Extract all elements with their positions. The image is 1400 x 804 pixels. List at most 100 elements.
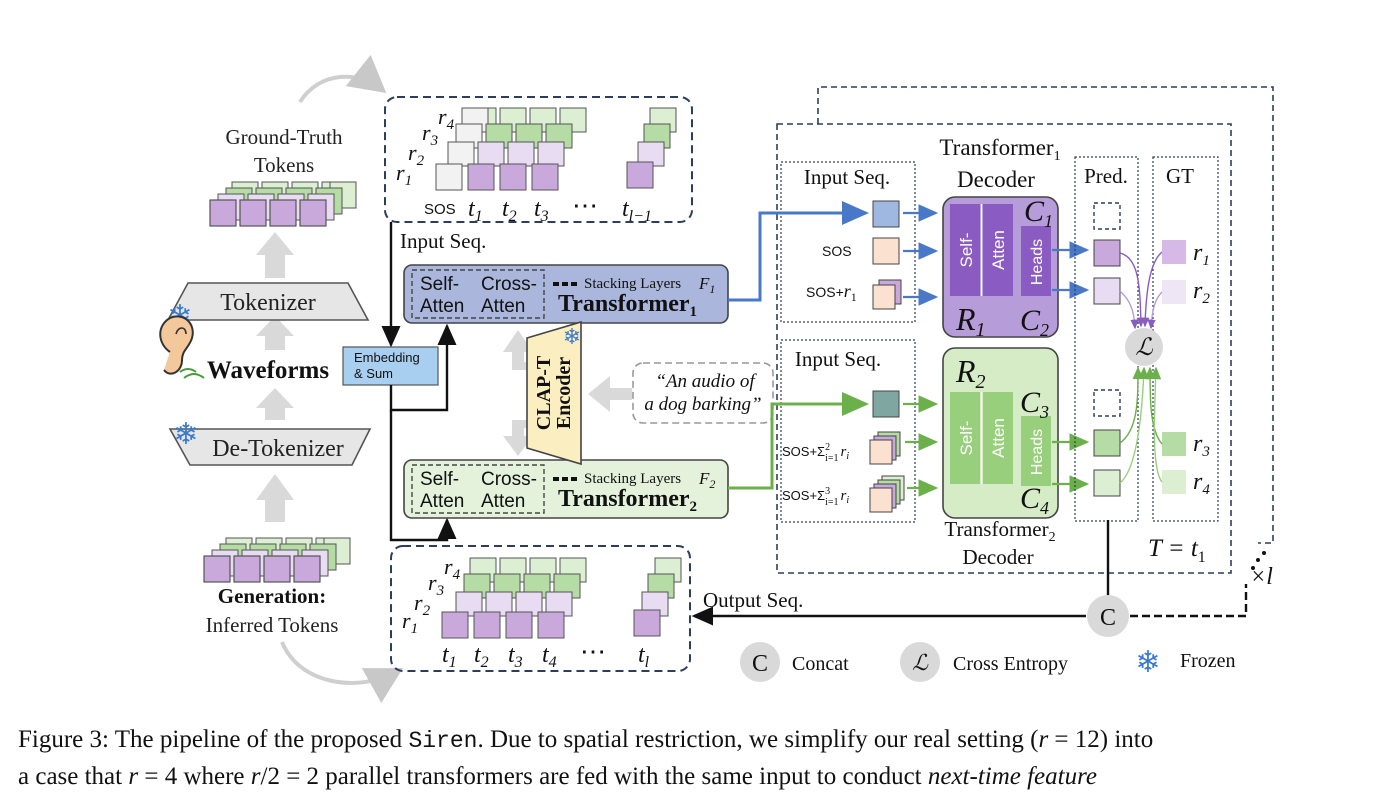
ear-icon — [159, 315, 205, 379]
svg-text:Self-Atten: Self-Atten — [420, 469, 464, 512]
input-token — [872, 200, 900, 228]
top-seq-frame — [384, 96, 693, 223]
gt-token — [209, 199, 237, 227]
row-label-r4: r4 — [444, 554, 461, 583]
clap-to-t2-arrow — [503, 420, 533, 456]
output-seq-caption: Output Seq. — [703, 588, 803, 612]
decoder-2: R2 Self- Atten Heads C3 C4 Transformer2 … — [942, 347, 1059, 569]
figure-caption: Figure 3: The pipeline of the proposed S… — [18, 726, 1154, 790]
concat-symbol: C — [1100, 605, 1116, 631]
row-label-r2: r2 — [408, 140, 425, 169]
clap-to-t1-arrow — [503, 330, 533, 370]
gen-label-line2: Inferred Tokens — [206, 613, 339, 637]
decoder2-title-2: Decoder — [962, 545, 1033, 569]
decoder2-title: Transformer2 — [944, 517, 1055, 545]
stacking-label: Stacking Layers — [584, 471, 681, 487]
svg-text:Cross-Atten: Cross-Atten — [481, 274, 537, 317]
transformer-2: Self-Atten Cross-Atten Stacking Layers F… — [403, 459, 729, 519]
loss-arrows — [1119, 251, 1163, 484]
t-equals-label: T = t1 — [1148, 535, 1206, 566]
input-token — [872, 390, 900, 418]
legend-concat-symbol: C — [752, 651, 768, 677]
self-atten-label: Self- — [420, 469, 459, 490]
detokenizer-label: De-Tokenizer — [212, 436, 344, 462]
up-arrow-detok-1 — [256, 388, 294, 420]
sum-label: & Sum — [354, 366, 393, 381]
legend-loss-icon — [900, 642, 940, 682]
decoder1-title: Transformer1 — [939, 135, 1060, 164]
row-label-r3: r3 — [422, 120, 438, 149]
gt-token — [1162, 470, 1186, 494]
detokenizer-block — [168, 428, 372, 466]
upper-input-panel: Input Seq. SOS SOS+r1 — [780, 161, 916, 323]
repeat-label: ×l — [1250, 564, 1273, 590]
tokenizer-block — [166, 282, 370, 321]
sos-token — [872, 237, 900, 265]
cross-atten-label: Cross- — [481, 274, 537, 295]
encoder-label: Encoder — [553, 357, 575, 429]
gen-token — [233, 555, 261, 583]
repeat-marker — [1251, 551, 1266, 570]
t-label: t3 — [508, 642, 523, 671]
top-input-seq: r4 r3 r2 r1 SOS t1 t2 t3 tl−1 ⋯ Input Se… — [384, 96, 693, 253]
gen-label-line1: Generation: — [218, 584, 326, 608]
t-label: tl−1 — [622, 196, 652, 225]
blue-flow — [728, 201, 869, 302]
embedding-label: Embedding — [354, 350, 420, 365]
gt-r4: r4 — [1193, 469, 1210, 498]
gen-token — [203, 555, 231, 583]
gen-token — [263, 555, 291, 583]
row-label-r1: r1 — [396, 160, 412, 189]
output-token — [633, 609, 661, 637]
cross-atten-label: Cross- — [481, 469, 537, 490]
legend-loss-label: Cross Entropy — [953, 653, 1068, 675]
sos-r1-label: SOS+r1 — [806, 281, 857, 304]
concat-node — [1087, 595, 1129, 637]
gt-panel: GT r1 r2 r3 r4 — [1152, 156, 1219, 522]
self-atten-label: Self- — [420, 274, 459, 295]
waveforms-label: Waveforms — [207, 357, 329, 384]
svg-text:Self-Atten: Self-Atten — [420, 274, 464, 317]
output-token — [537, 611, 565, 639]
gt-r3: r3 — [1193, 431, 1210, 460]
transformer-2-name: Transformer2 — [558, 486, 697, 515]
black-connectors — [381, 222, 457, 542]
transformer-1-name: Transformer1 — [558, 291, 697, 320]
r1-label: R1 — [955, 301, 986, 341]
row-label-r2: r2 — [414, 590, 431, 619]
gt-token — [299, 199, 327, 227]
gt-token — [1162, 432, 1186, 456]
sos-label: SOS — [424, 201, 456, 218]
clap-label: CLAP-T — [533, 355, 555, 430]
gen-curve-arrow — [280, 641, 403, 704]
output-token — [505, 611, 533, 639]
pipeline-diagram: Ground-Truth Tokens — [159, 54, 1274, 704]
row-label-r1: r1 — [402, 608, 418, 637]
c1-label: C1 — [1024, 195, 1053, 231]
heads-label: Heads — [1029, 429, 1046, 475]
legend-concat-label: Concat — [792, 653, 849, 675]
gt-r2: r2 — [1193, 278, 1210, 307]
sos-r1-token — [872, 284, 896, 310]
sos-token — [435, 163, 463, 191]
decoder-1: Transformer1 Decoder Self- Atten Heads C… — [939, 135, 1060, 341]
decoder1-title-2: Decoder — [957, 167, 1035, 192]
gt-r1: r1 — [1193, 240, 1210, 269]
tokenizer-label: Tokenizer — [220, 290, 316, 316]
gt-label-line1: Ground-Truth — [225, 125, 343, 149]
clap-encoder-block — [526, 320, 582, 466]
input-token — [626, 161, 654, 189]
legend: C Concat ℒ Cross Entropy ❄ Frozen — [740, 642, 1236, 682]
loop-frame — [776, 86, 1274, 574]
gt-token — [239, 199, 267, 227]
bottom-seq-frame — [390, 545, 691, 672]
pred-token — [1093, 469, 1121, 497]
snowflake-icon: ❄ — [1135, 646, 1160, 679]
self-label: Self- — [957, 233, 976, 268]
legend-loss-symbol: ℒ — [912, 650, 929, 675]
pred-title: Pred. — [1084, 164, 1128, 188]
sos-label: SOS — [822, 243, 852, 259]
